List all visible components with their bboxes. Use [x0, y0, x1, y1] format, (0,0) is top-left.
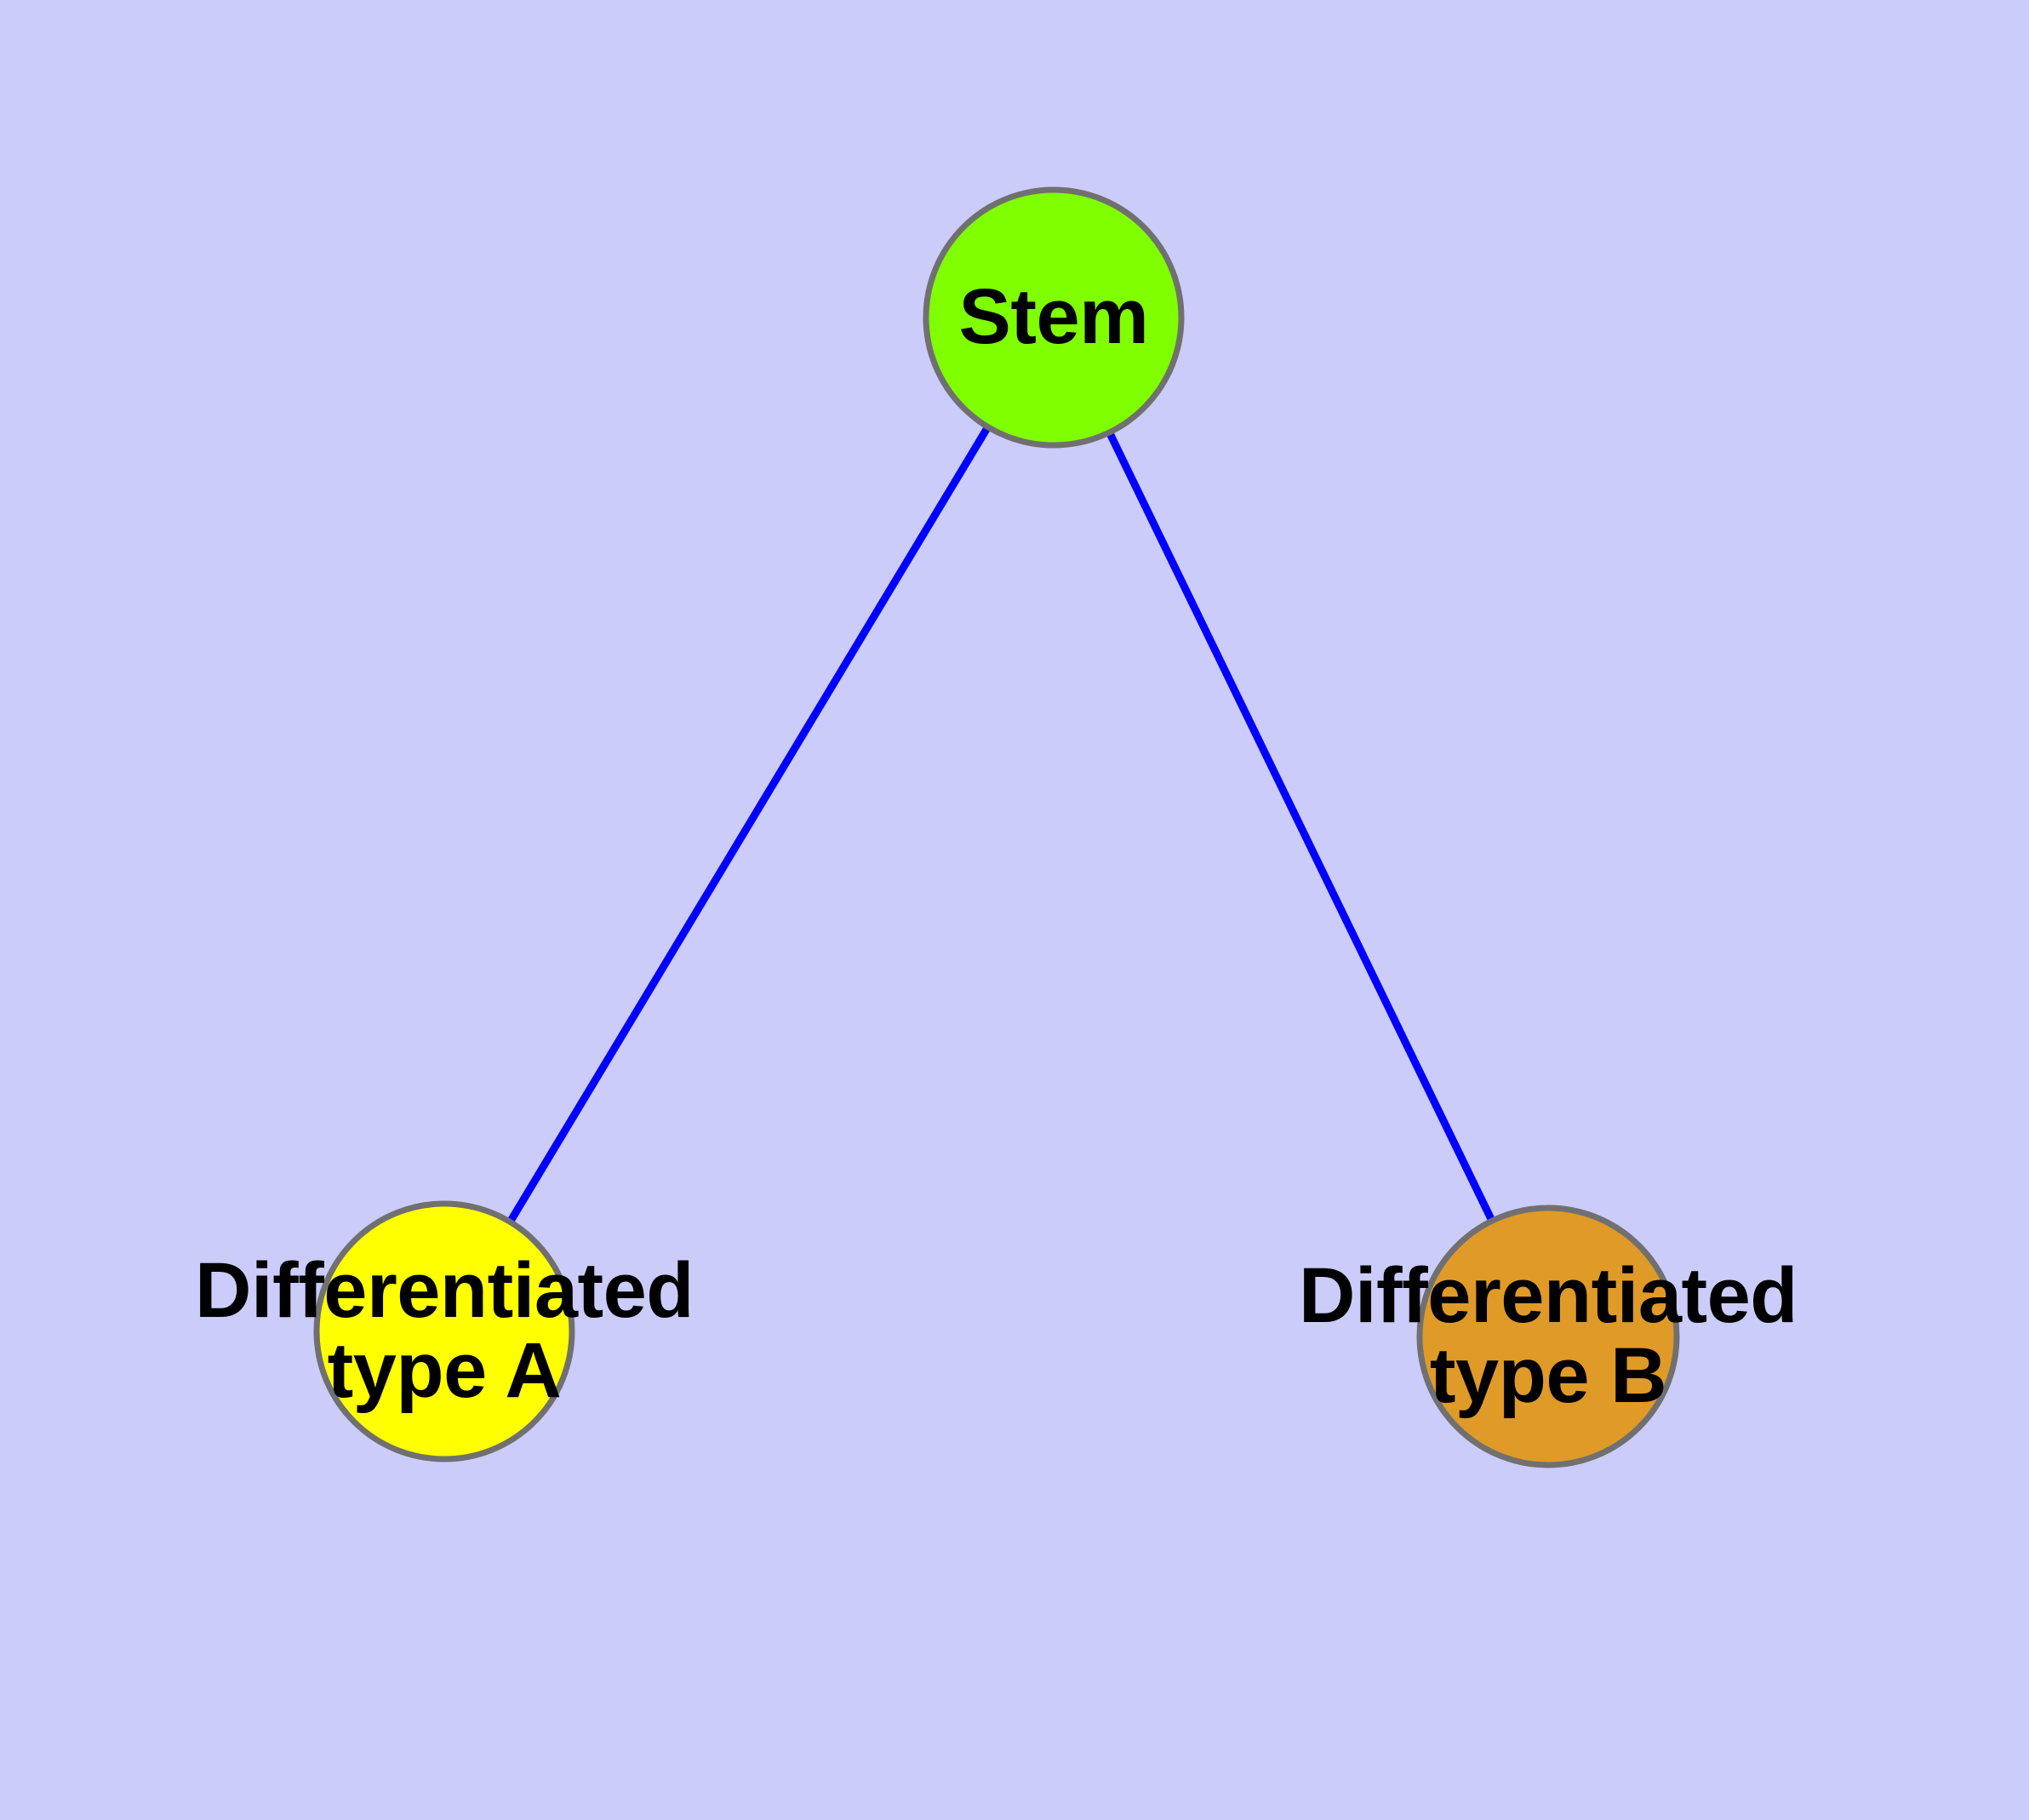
node-diff-b[interactable] [1416, 1205, 1680, 1468]
node-stem[interactable] [923, 186, 1185, 449]
nodes-layer [313, 186, 1680, 1468]
edges-layer [506, 425, 1496, 1224]
edge-stem-to-a[interactable] [506, 425, 992, 1224]
node-diff-a[interactable] [313, 1200, 575, 1462]
edge-stem-to-b[interactable] [1106, 430, 1496, 1223]
